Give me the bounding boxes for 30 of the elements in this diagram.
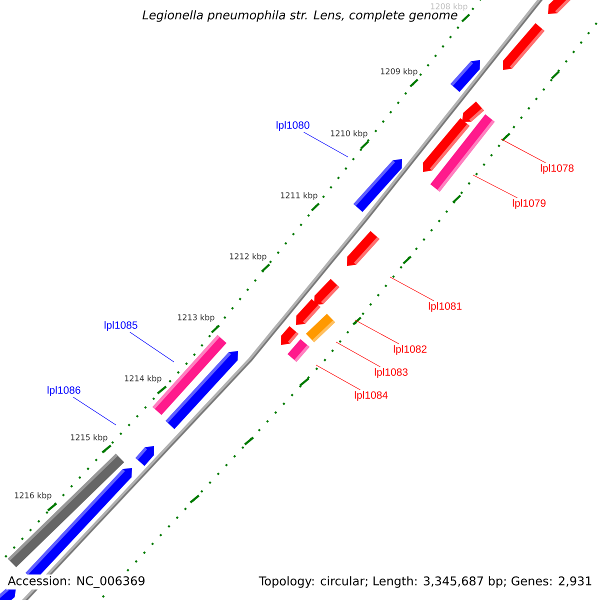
tick-label: 1216 kbp [14,492,52,500]
leader-line [130,332,174,362]
leader-line [500,138,546,164]
info-text: Accession: NC_006369 [6,574,147,590]
leader-line [303,132,348,158]
tick-label: 1209 kbp [381,68,418,76]
tick-label: 1213 kbp [178,314,214,322]
gene-label: lpl1078 [540,164,574,174]
tick-label: 1208 kbp [431,3,468,11]
tick-label: 1212 kbp [230,253,266,261]
leader-line [316,364,361,390]
leader-line [72,396,116,426]
gene-label: lpl1081 [428,302,462,312]
tick-label: 1215 kbp [71,434,108,442]
title: Legionella pneumophila str. Lens, complete genome [142,10,458,22]
gene-label: lpl1079 [512,199,546,209]
gene-label: lpl1086 [48,386,80,396]
leader-line [354,320,400,344]
tick-label: 1214 kbp [125,375,162,383]
leader-line [390,276,434,302]
tick-label: 1211 kbp [281,192,318,200]
gene-label: lpl1083 [374,368,408,378]
leader-line [336,342,381,368]
gene-label: lpl1084 [354,391,388,401]
leader-line [472,174,518,198]
gene-label: lpl1085 [104,321,138,331]
gene-label: lpl1080 [276,121,310,131]
tick-label: 1210 kbp [331,130,368,138]
gene-label: lpl1082 [394,345,427,355]
info-text: Topology: circular; Length: 3,345,687 bp; Genes: 2,931 [257,574,594,590]
